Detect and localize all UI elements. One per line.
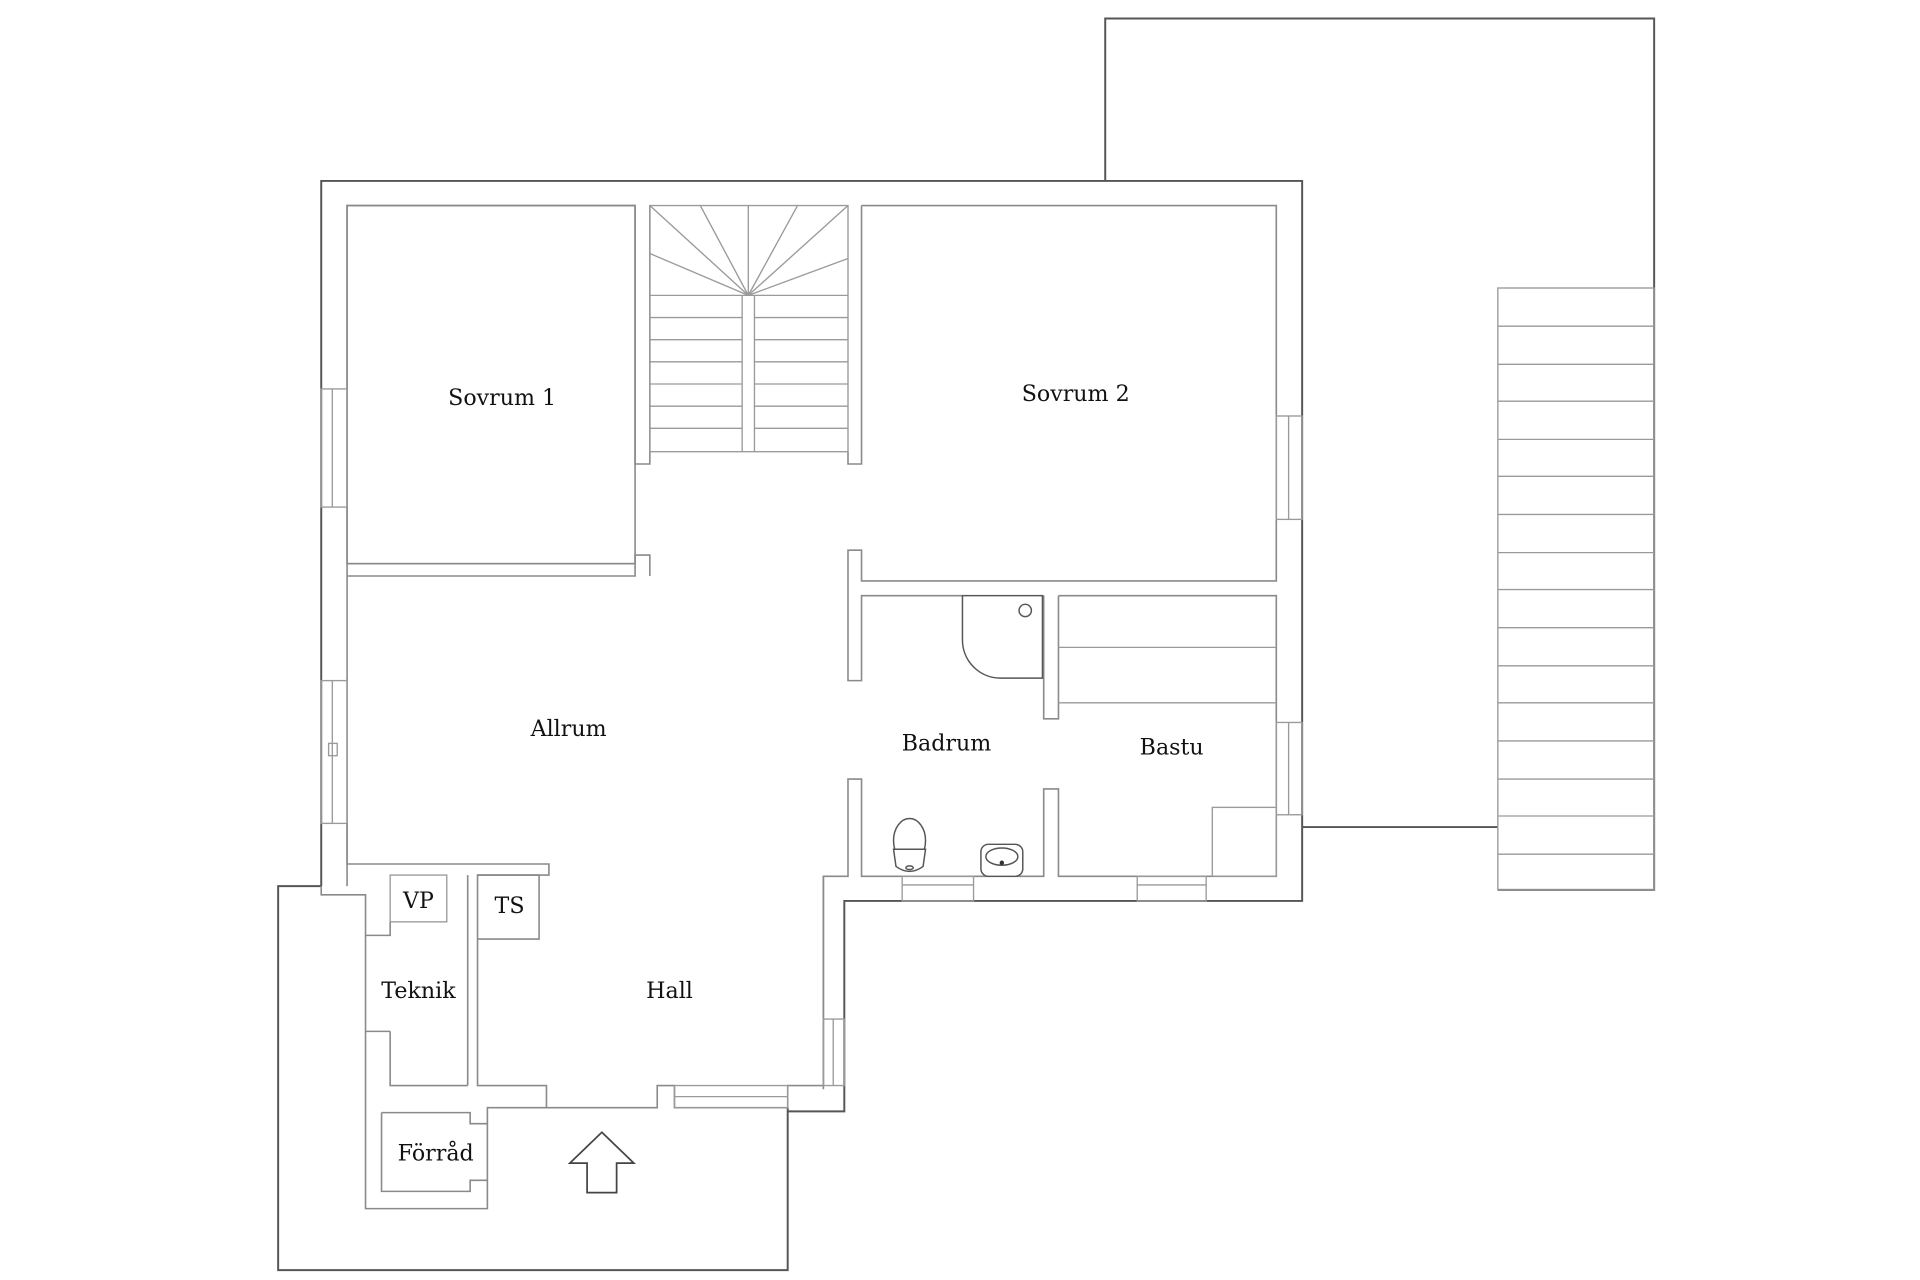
label-bastu: Bastu — [1140, 734, 1204, 760]
sovrum-1-walls — [320, 204, 651, 577]
allrum-window — [320, 679, 348, 825]
bath-sauna-walls — [822, 594, 1303, 1090]
label-ts: TS — [495, 893, 525, 919]
sink — [980, 843, 1024, 878]
label-allrum: Allrum — [530, 716, 607, 742]
deck-stair — [1497, 287, 1655, 891]
sovrum-2-walls — [847, 204, 1303, 682]
label-teknik: Teknik — [381, 978, 456, 1004]
label-forrad: Förråd — [398, 1139, 474, 1166]
toilet — [892, 817, 927, 873]
label-badrum: Badrum — [902, 731, 991, 757]
shower — [961, 594, 1044, 679]
label-hall: Hall — [646, 978, 693, 1004]
label-vp: VP — [402, 888, 434, 914]
porch — [277, 885, 789, 1272]
arrow-up-icon — [567, 1131, 636, 1194]
label-sovrum-1: Sovrum 1 — [448, 385, 556, 411]
label-sovrum-2: Sovrum 2 — [1022, 381, 1130, 407]
interior-stair — [649, 204, 863, 465]
hall-walls — [320, 823, 845, 1210]
